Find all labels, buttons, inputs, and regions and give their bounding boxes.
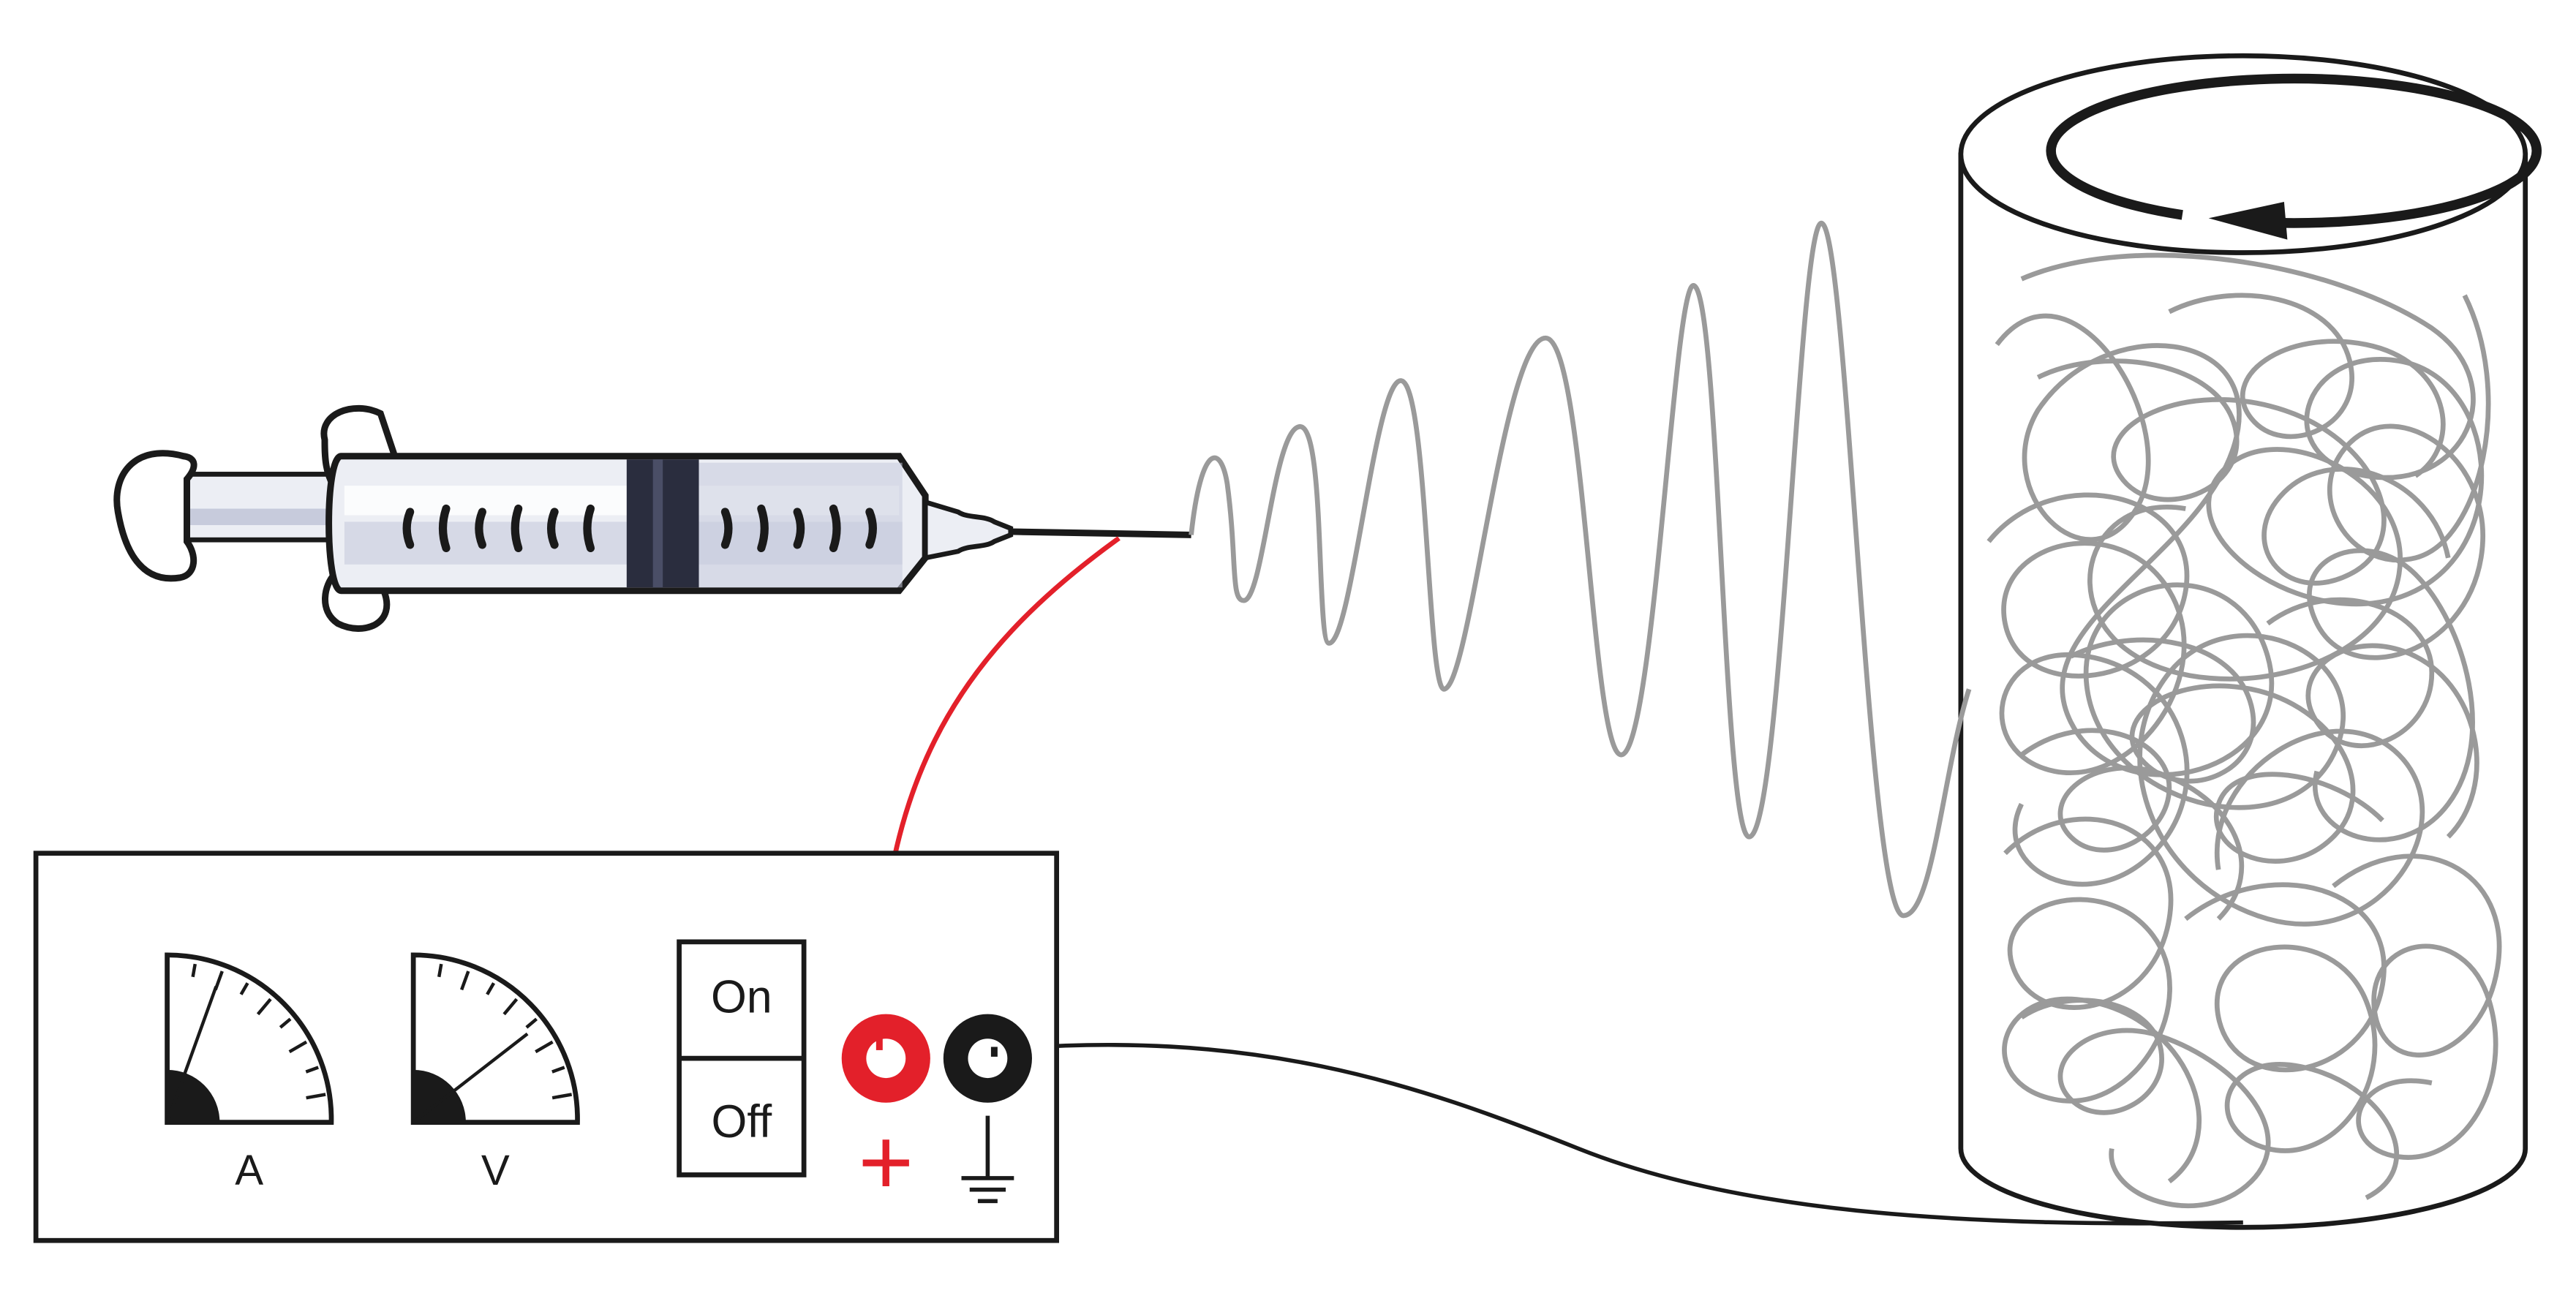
gauge-tick xyxy=(239,982,249,995)
ammeter-label: A xyxy=(235,1147,263,1194)
voltmeter-ticks xyxy=(437,963,573,1100)
power-switch[interactable]: On Off xyxy=(677,939,807,1177)
positive-symbol: + xyxy=(858,1108,914,1215)
gauge-tick xyxy=(437,963,443,978)
voltmeter-needle xyxy=(412,1032,529,1124)
syringe-tip xyxy=(922,499,1014,561)
ground-terminal[interactable] xyxy=(943,1014,1032,1103)
positive-terminal[interactable]: + xyxy=(841,1014,930,1215)
switch-off-label[interactable]: Off xyxy=(712,1096,772,1147)
gauge-tick xyxy=(279,1017,292,1029)
gauge-tick xyxy=(551,1093,573,1100)
fiber-jet xyxy=(1189,220,1972,919)
needle xyxy=(1010,528,1191,538)
plunger-thumb-press xyxy=(113,450,197,582)
syringe-icon xyxy=(113,404,1191,632)
gauge-tick xyxy=(502,998,519,1016)
rotation-arrow-icon xyxy=(2046,73,2542,240)
gauge-tick xyxy=(460,970,470,991)
gauge-tick xyxy=(256,998,272,1016)
voltmeter-label: V xyxy=(481,1147,510,1194)
power-supply-panel: A V On Off + xyxy=(33,851,1060,1243)
gauge-tick xyxy=(525,1017,538,1029)
gauge-tick xyxy=(306,1093,326,1100)
switch-on-label[interactable]: On xyxy=(711,971,772,1022)
graduation-marks xyxy=(402,504,877,552)
gauge-tick xyxy=(535,1040,554,1054)
gauge-tick xyxy=(191,963,197,978)
ammeter-gauge: A xyxy=(165,952,334,1194)
gauge-tick xyxy=(288,1040,308,1054)
voltmeter-pivot xyxy=(413,1069,466,1123)
collector-drum xyxy=(1958,53,2542,1230)
ground-symbol-icon xyxy=(961,1115,1014,1204)
gauge-tick xyxy=(305,1066,319,1074)
fiber-mat xyxy=(1986,252,2502,1209)
gauge-tick xyxy=(551,1066,565,1074)
ammeter-needle xyxy=(165,986,218,1123)
voltmeter-gauge: V xyxy=(410,952,580,1194)
gauge-tick xyxy=(486,982,496,995)
ground-wire xyxy=(994,1043,2243,1226)
